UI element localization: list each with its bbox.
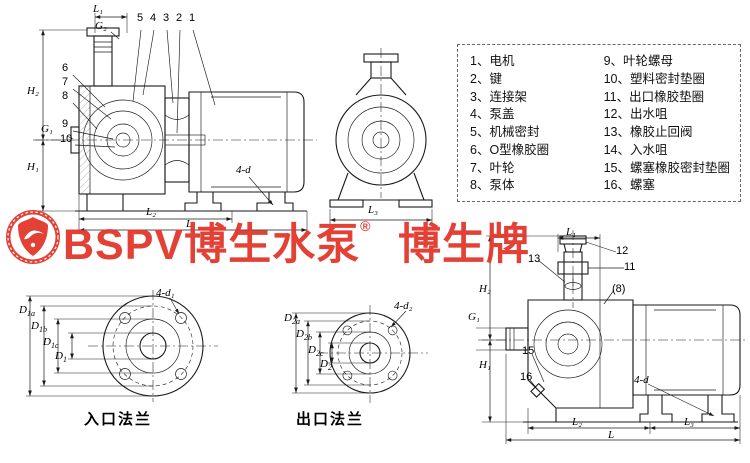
- dim-sub: 1b: [38, 325, 47, 335]
- part-callout-8-priming: (8): [612, 283, 626, 295]
- dim-sub: 1a: [26, 309, 35, 319]
- dim-outlet-D2b: D2b: [296, 329, 312, 342]
- dim-H1-side: H₁: [27, 161, 39, 173]
- brand-seal-text: 博生牌: [398, 221, 530, 269]
- parts-list-column-right: 9、叶轮螺母 10、塑料密封垫圈 11、出口橡胶垫圈 12、出水咀 13、橡胶止…: [604, 53, 730, 195]
- part-callout-10: 10: [60, 133, 73, 145]
- parts-list-item: 4、泵盖: [470, 107, 515, 122]
- dim-base: D: [43, 336, 51, 348]
- outlet-flange-drawing: [292, 305, 428, 403]
- part-callout-5: 5: [137, 12, 144, 24]
- parts-list-item: 6、O型橡胶圈: [470, 142, 550, 157]
- parts-list-column-left: 1、电机 2、键 3、连接架 4、泵盖 5、机械密封 6、O型橡胶圈 7、叶轮 …: [470, 53, 604, 195]
- parts-list-item: 12、出水咀: [603, 107, 668, 122]
- parts-list-item: 14、入水咀: [603, 142, 668, 157]
- parts-list-item: 10、塑料密封垫圈: [603, 71, 705, 86]
- parts-list-item: 1、电机: [470, 54, 515, 68]
- part-callout-9: 9: [62, 118, 69, 130]
- dim-inlet-D1a: D1a: [19, 305, 35, 318]
- dim-L3-priming: L₃: [684, 416, 694, 428]
- priming-pump-section-drawing: [476, 230, 746, 444]
- pump-side-section-drawing: [33, 13, 317, 233]
- dim-inlet-4d1: 4-d₁: [156, 287, 175, 299]
- parts-list-item: 8、泵体: [470, 178, 515, 193]
- dim-sub: 2c: [315, 349, 324, 359]
- part-callout-2: 2: [176, 12, 183, 24]
- dim-L2-priming: L₂: [572, 416, 582, 428]
- dim-base: D: [284, 312, 292, 324]
- dim-L1-side: L₁: [93, 3, 103, 15]
- dim-outlet-D2: D2: [320, 359, 332, 372]
- parts-list: 1、电机 2、键 3、连接架 4、泵盖 5、机械密封 6、O型橡胶圈 7、叶轮 …: [457, 44, 741, 202]
- dim-inlet-D1c: D1c: [43, 337, 59, 350]
- dim-outlet-D2a: D2a: [284, 313, 300, 326]
- parts-list-item: 13、橡胶止回阀: [603, 125, 693, 140]
- pump-front-view-drawing: [329, 48, 433, 224]
- part-callout-1: 1: [189, 12, 196, 24]
- parts-list-item: 9、叶轮螺母: [603, 54, 674, 68]
- part-callout-4: 4: [150, 12, 157, 24]
- dim-sub: 2b: [303, 333, 312, 343]
- dim-H2-side: H₂: [27, 85, 39, 97]
- dim-base: D: [320, 358, 328, 370]
- dim-base: D: [308, 344, 316, 356]
- dim-L3-front: L₃: [368, 204, 378, 216]
- part-callout-13: 13: [528, 253, 541, 265]
- brand-logo-icon: [6, 210, 60, 264]
- dim-base: D: [55, 350, 63, 362]
- dim-H2-priming: H₂: [479, 283, 491, 295]
- parts-list-item: 16、螺塞: [603, 178, 655, 193]
- part-callout-11: 11: [624, 261, 636, 273]
- dim-base: D: [31, 320, 39, 332]
- dim-L1-priming: L₁: [566, 226, 576, 238]
- part-callout-6: 6: [62, 62, 69, 74]
- part-callout-15: 15: [522, 345, 535, 357]
- dim-G1-priming: G₁: [468, 311, 480, 323]
- dim-L-priming: L: [608, 429, 615, 441]
- dim-inlet-D1: D1: [55, 351, 67, 364]
- inlet-flange-caption: 入口法兰: [84, 411, 153, 428]
- dim-inlet-D1b: D1b: [31, 321, 47, 334]
- parts-list-item: 3、连接架: [470, 89, 527, 104]
- dim-G2-side: G₂: [95, 20, 107, 32]
- dim-sub: 1c: [50, 341, 59, 351]
- parts-list-item: 7、叶轮: [470, 160, 515, 175]
- part-callout-16: 16: [520, 371, 533, 383]
- dim-G1-side: G₁: [41, 123, 53, 135]
- dim-L2-side: L₂: [146, 206, 156, 218]
- brand-wordmark-text: BSPV博生水泵: [63, 221, 361, 269]
- dim-sub: 1: [62, 355, 67, 365]
- dim-base: D: [19, 304, 27, 316]
- dim-H1-priming: H₁: [479, 359, 491, 371]
- parts-list-item: 5、机械密封: [470, 125, 540, 140]
- dim-4d-priming: 4-d: [634, 374, 649, 386]
- dim-L-side: L: [186, 218, 193, 230]
- dim-sub: 2: [327, 363, 332, 373]
- parts-list-item: 11、出口橡胶垫圈: [603, 89, 705, 104]
- part-callout-12: 12: [616, 245, 629, 257]
- parts-list-item: 15、螺塞橡胶密封垫圈: [603, 160, 730, 175]
- parts-list-item: 2、键: [470, 71, 502, 86]
- outlet-flange-caption: 出口法兰: [296, 411, 365, 428]
- part-callout-8: 8: [62, 90, 69, 102]
- brand-wordmark: BSPV博生水泵®: [63, 210, 370, 272]
- dim-sub: 2a: [291, 317, 300, 327]
- part-callout-3: 3: [163, 12, 170, 24]
- dim-base: D: [296, 328, 304, 340]
- inlet-flange-drawing: [26, 290, 218, 402]
- dim-4d-side: 4-d: [236, 164, 251, 176]
- part-callout-7: 7: [62, 76, 69, 88]
- dim-outlet-D2c: D2c: [308, 345, 324, 358]
- dim-outlet-4d2: 4-d₂: [394, 300, 413, 312]
- registered-trademark-icon: ®: [360, 218, 371, 234]
